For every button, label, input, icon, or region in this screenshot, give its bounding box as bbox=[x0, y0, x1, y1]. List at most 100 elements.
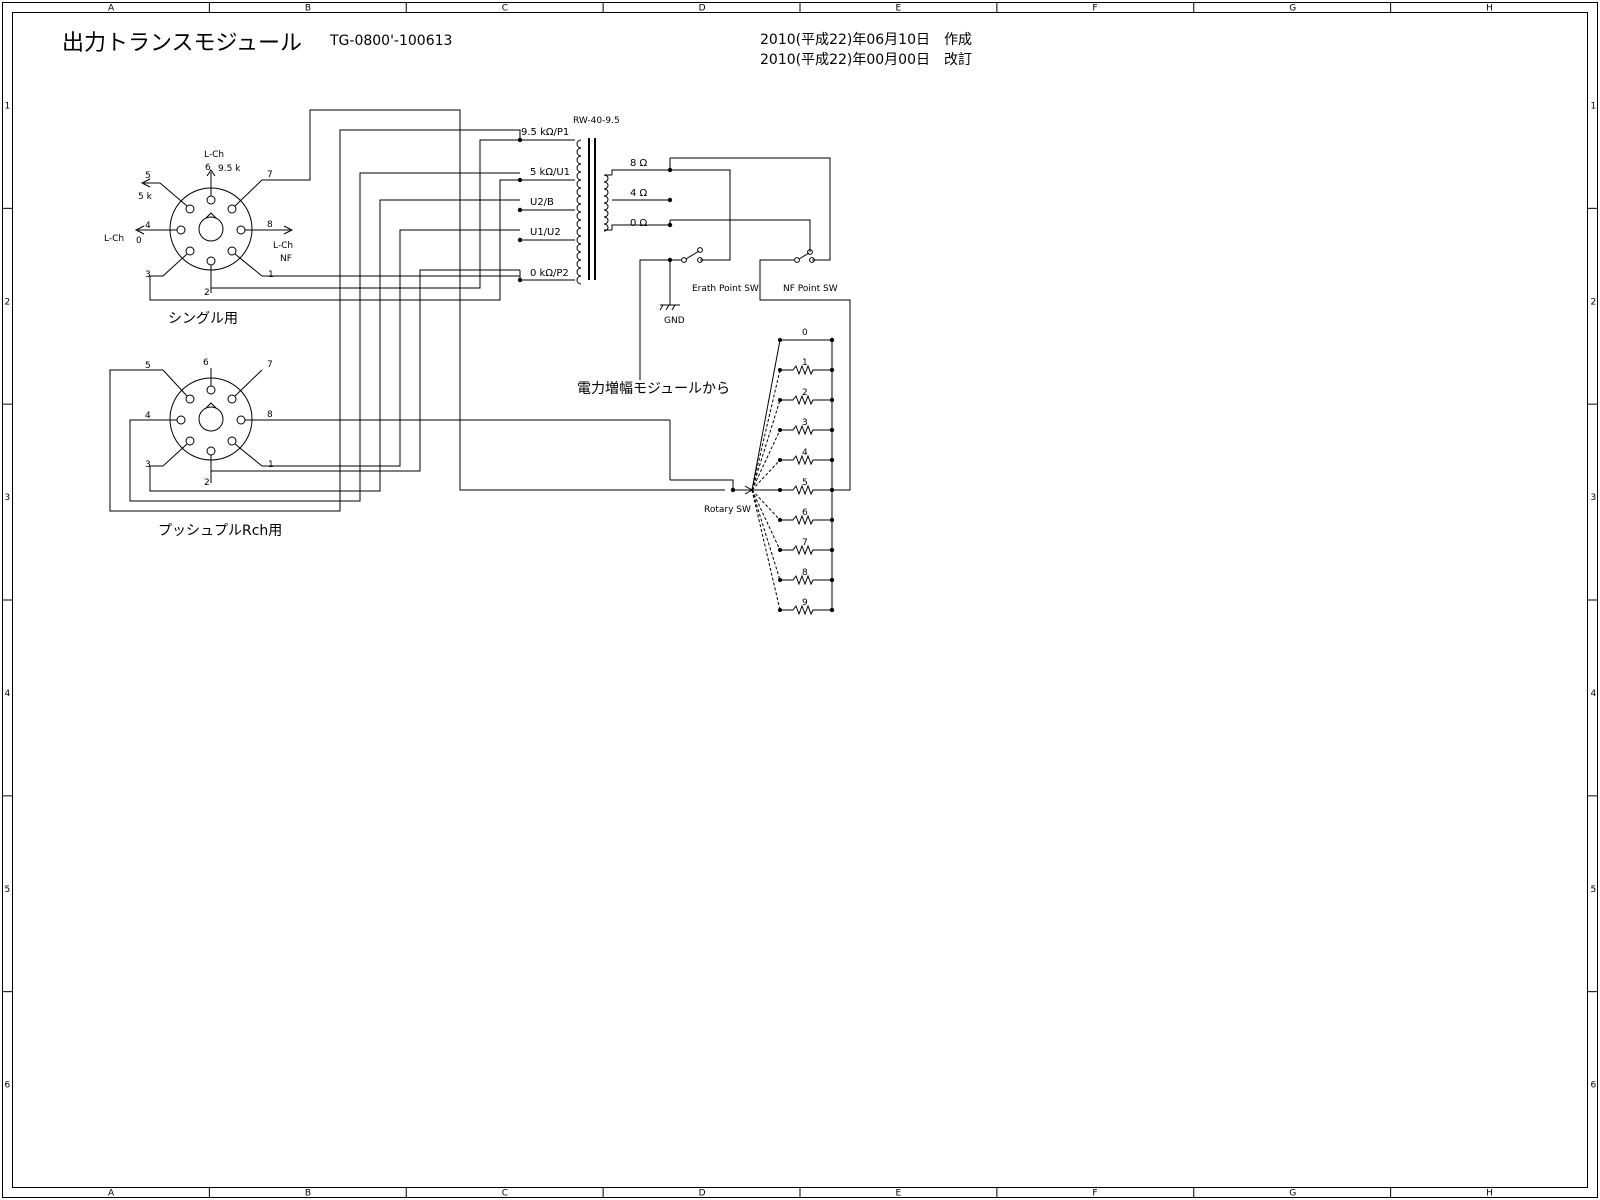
rotary-switch-label: Rotary SW bbox=[704, 505, 751, 515]
secondary-switches: Erath Point SW GND NF Point SW 電力増幅モジュール… bbox=[577, 157, 851, 491]
socket-pin-5 bbox=[185, 204, 195, 214]
junction-dot bbox=[667, 197, 673, 203]
ruler-row-label: 4 bbox=[1591, 689, 1597, 699]
pin-label-1: 1 bbox=[268, 270, 274, 280]
ruler-column-label: F bbox=[1092, 4, 1097, 14]
rotary-position-7[interactable]: 7 bbox=[751, 489, 835, 556]
primary-winding-icon bbox=[576, 139, 582, 285]
pin-label-1: 1 bbox=[268, 460, 274, 470]
ruler-column-label: H bbox=[1486, 1189, 1493, 1199]
pushpull-socket-caption: プッシュプルRch用 bbox=[158, 523, 282, 539]
nf-point-switch[interactable] bbox=[775, 249, 815, 263]
ruler-column-label: A bbox=[108, 4, 115, 14]
rotary-position-label: 3 bbox=[802, 418, 808, 428]
rotary-position-label: 9 bbox=[802, 598, 808, 608]
nf-switch-label: NF Point SW bbox=[783, 284, 838, 294]
socket-wiring bbox=[109, 109, 725, 512]
rotary-position-label: 8 bbox=[802, 568, 808, 578]
rotary-position-2[interactable]: 2 bbox=[751, 388, 835, 491]
junction-dot bbox=[517, 207, 523, 213]
rotary-position-9[interactable]: 9 bbox=[751, 489, 835, 616]
ruler-column-label: H bbox=[1486, 4, 1493, 14]
socket-pin-6 bbox=[206, 195, 216, 205]
ruler-row-label: 3 bbox=[5, 493, 11, 503]
wire-single-pin7 bbox=[262, 109, 725, 491]
rotary-positions[interactable]: 012 3 4 567 8 9 bbox=[733, 328, 835, 616]
pin-label-6: 6 bbox=[203, 358, 209, 368]
ruler-row-label: 3 bbox=[1591, 493, 1597, 503]
input-note: 電力増幅モジュールから bbox=[577, 381, 730, 397]
rotary-position-5[interactable]: 5 bbox=[752, 478, 835, 496]
wire-pushpull-pin3 bbox=[149, 199, 520, 492]
socket-key bbox=[198, 402, 224, 432]
ruler-row-label: 6 bbox=[5, 1081, 11, 1091]
resistor-icon bbox=[780, 484, 832, 496]
ruler-column-label: E bbox=[895, 4, 901, 14]
ruler-row-label: 6 bbox=[1591, 1081, 1597, 1091]
resistor-icon bbox=[780, 544, 832, 556]
socket-pin-3 bbox=[185, 436, 195, 446]
ruler-column-label: E bbox=[895, 1189, 901, 1199]
junction-dot bbox=[517, 277, 523, 283]
wire-single-pin2 bbox=[210, 139, 520, 293]
pin-label-4: 4 bbox=[145, 411, 151, 421]
ruler-row-label: 1 bbox=[5, 101, 11, 111]
socket-pin-8 bbox=[236, 415, 246, 425]
transformer-model: RW-40-9.5 bbox=[573, 116, 620, 126]
pin-label-7: 7 bbox=[267, 360, 273, 370]
pin-label-8: 8 bbox=[267, 220, 273, 230]
ruler-column-label: A bbox=[108, 1189, 115, 1199]
rotary-position-3[interactable]: 3 bbox=[751, 418, 835, 491]
ruler-row-label: 4 bbox=[5, 689, 11, 699]
label-top-value: 9.5 k bbox=[218, 164, 241, 174]
tap-label-p2: 0 kΩ/P2 bbox=[530, 268, 569, 279]
ruler-column-label: B bbox=[305, 1189, 311, 1199]
pin-label-2: 2 bbox=[204, 288, 210, 298]
label-left-upper: 5 k bbox=[138, 192, 153, 202]
ruler-row-label: 5 bbox=[1591, 885, 1597, 895]
rotary-position-8[interactable]: 8 bbox=[751, 489, 835, 586]
socket-pin-1 bbox=[227, 246, 237, 256]
tap-label-u1u2: U1/U2 bbox=[530, 227, 561, 238]
socket-pin-4 bbox=[176, 415, 186, 425]
earth-point-switch[interactable] bbox=[639, 247, 703, 380]
arrow-icon bbox=[283, 225, 294, 235]
wire-pushpull-pin4 bbox=[129, 172, 520, 502]
resistor-icon bbox=[780, 364, 832, 376]
resistor-icon bbox=[780, 514, 832, 526]
wire-pushpull-pin5 bbox=[109, 129, 521, 512]
ground-icon bbox=[659, 304, 680, 311]
socket-pin-8 bbox=[236, 225, 246, 235]
junction-dot bbox=[517, 177, 523, 183]
socket-pin-2 bbox=[206, 256, 216, 266]
drawing-code: TG-0800'-100613 bbox=[329, 33, 452, 49]
ruler-column-label: F bbox=[1092, 1189, 1097, 1199]
pin-label-2: 2 bbox=[204, 478, 210, 488]
ruler-row-label: 2 bbox=[1591, 297, 1597, 307]
rotary-switch-network: 012 3 4 567 8 9 Rotary SW bbox=[340, 328, 835, 616]
rotary-position-label: 5 bbox=[802, 478, 808, 488]
switch-arrow-icon bbox=[744, 485, 754, 495]
rotary-position-label: 4 bbox=[802, 448, 808, 458]
rotary-position-label: 2 bbox=[802, 388, 808, 398]
rotary-position-0[interactable]: 0 bbox=[751, 328, 835, 491]
label-top-channel: L-Ch bbox=[204, 150, 224, 160]
pin-label-3: 3 bbox=[145, 460, 151, 470]
wire-pushpull-pin2 bbox=[210, 269, 520, 483]
pin-label-4: 4 bbox=[145, 221, 151, 231]
wire-single-pin3 bbox=[149, 179, 520, 301]
tap-label-4ohm: 4 Ω bbox=[630, 188, 648, 199]
ruler-column-label: D bbox=[699, 4, 706, 14]
single-socket-caption: シングル用 bbox=[168, 311, 238, 327]
tap-label-p1: 9.5 kΩ/P1 bbox=[521, 127, 569, 138]
rotary-position-4[interactable]: 4 bbox=[751, 448, 835, 491]
rotary-position-1[interactable]: 1 bbox=[751, 358, 835, 491]
socket-pin-5 bbox=[185, 394, 195, 404]
ruler-row-label: 1 bbox=[1591, 101, 1597, 111]
socket-pin-7 bbox=[227, 394, 237, 404]
ruler-row-label: 5 bbox=[5, 885, 11, 895]
rotary-position-6[interactable]: 6 bbox=[751, 489, 835, 526]
date-created: 2010(平成22)年06月10日 作成 bbox=[760, 32, 972, 48]
wire-single-pin1 bbox=[262, 275, 521, 280]
